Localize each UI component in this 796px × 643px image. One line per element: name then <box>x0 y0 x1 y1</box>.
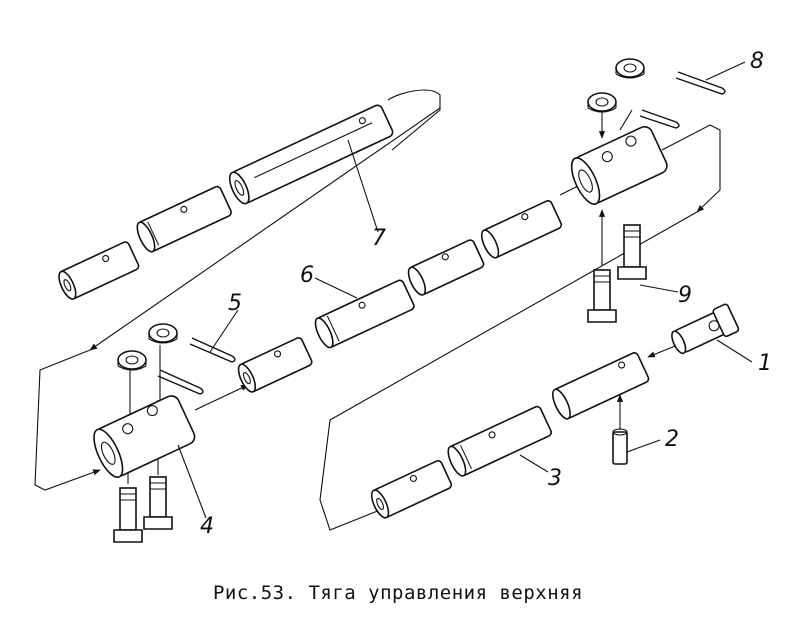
cotter-pins <box>157 71 726 395</box>
upper-clamp <box>570 126 668 205</box>
label-3: 3 <box>548 466 562 491</box>
label-8: 8 <box>750 49 764 74</box>
label-4: 4 <box>200 514 214 539</box>
part-labels: 1 2 3 4 5 6 7 8 9 <box>200 49 772 539</box>
castle-nuts <box>117 58 645 371</box>
label-5: 5 <box>228 291 242 316</box>
label-1: 1 <box>758 351 772 376</box>
figure-caption: Рис.53. Тяга управления верхняя <box>212 582 584 604</box>
label-2: 2 <box>665 427 679 452</box>
label-7: 7 <box>372 226 386 251</box>
lower-clamp-4 <box>93 395 196 478</box>
bolts-9 <box>113 224 647 543</box>
leader-lines <box>177 61 753 519</box>
label-9: 9 <box>678 283 692 308</box>
fork-end-1 <box>671 303 740 355</box>
label-6: 6 <box>300 263 314 288</box>
rod-3 <box>370 352 650 519</box>
rod-7 <box>58 104 394 300</box>
pin-2 <box>612 428 628 465</box>
tube-6 <box>237 200 563 393</box>
